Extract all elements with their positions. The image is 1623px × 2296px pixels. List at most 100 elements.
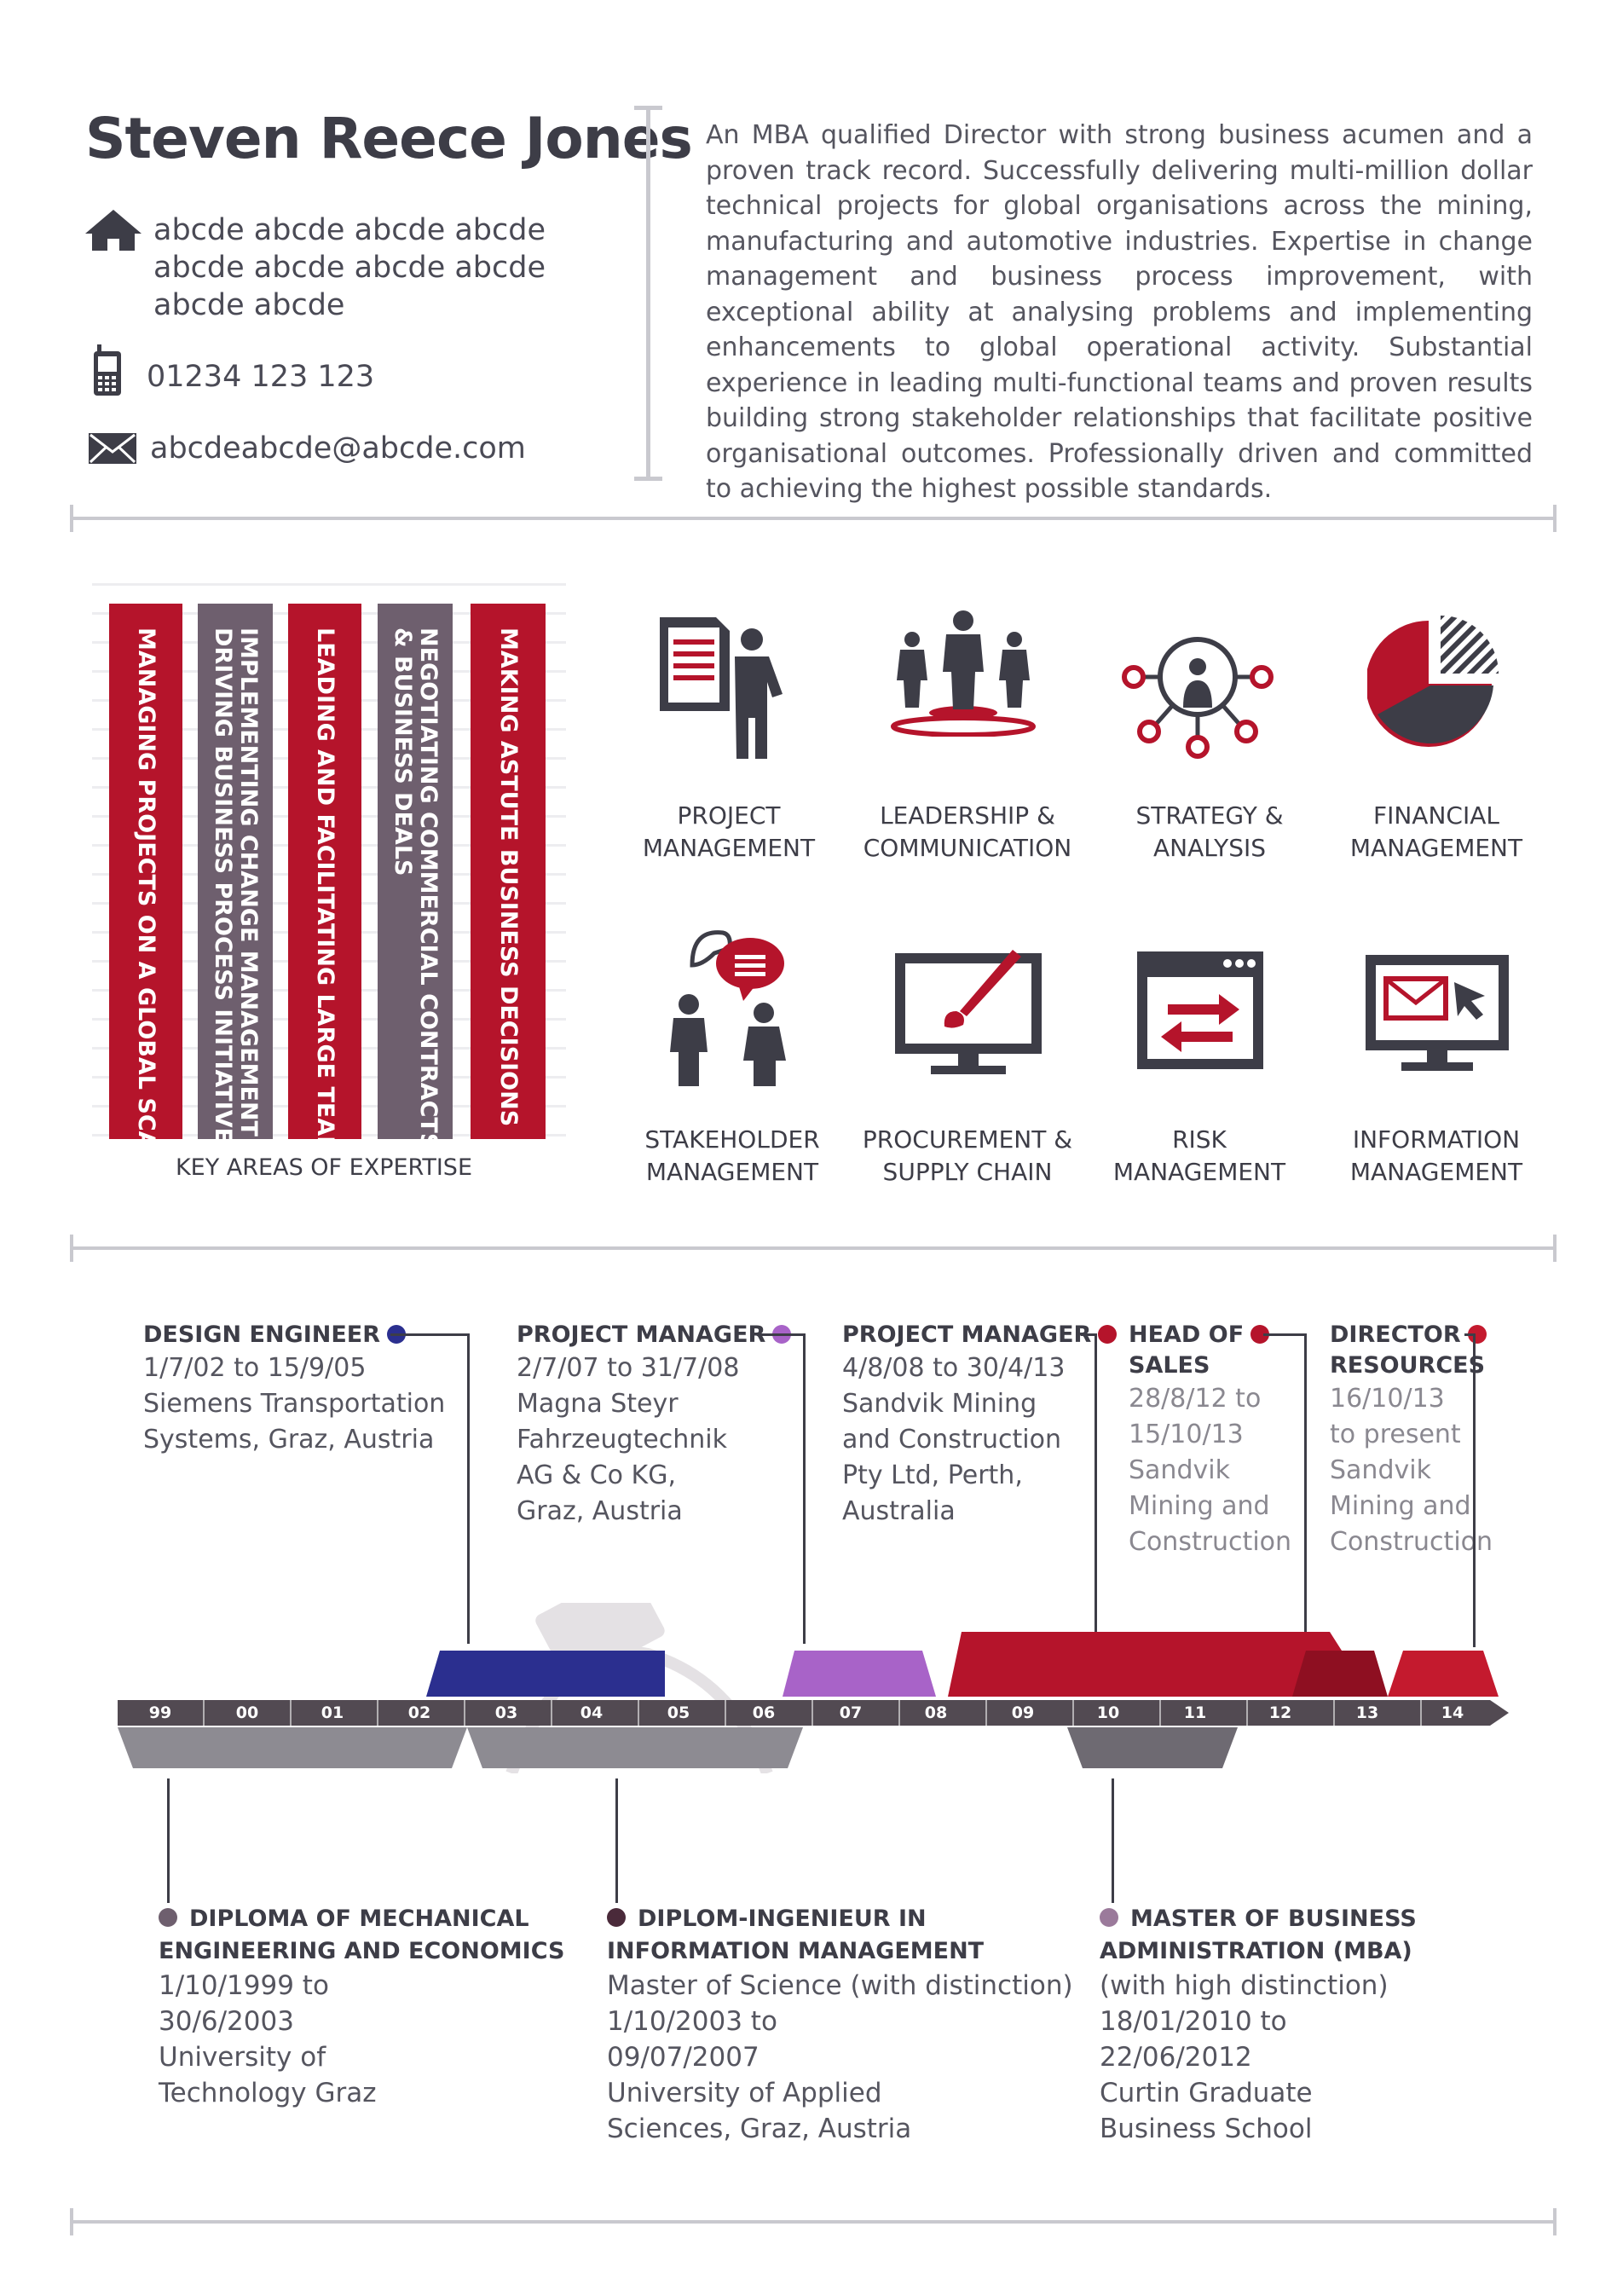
job-bar-project-manager-sandvik	[948, 1632, 1342, 1697]
job-title: RESOURCES	[1330, 1352, 1486, 1379]
skill-line: RISK	[1172, 1125, 1227, 1154]
job-line: Graz, Austria	[517, 1496, 683, 1526]
skill-line: MANAGEMENT	[1349, 1158, 1523, 1186]
skill-line: STRATEGY &	[1135, 801, 1284, 830]
job-title-text: DIRECTOR	[1330, 1322, 1461, 1348]
education-entry: MASTER OF BUSINESS ADMINISTRATION (MBA) …	[1100, 1903, 1417, 2147]
skill-line: STAKEHOLDER	[644, 1125, 820, 1154]
section-divider	[70, 505, 1557, 532]
job-title: SALES	[1129, 1352, 1210, 1379]
job-title: PROJECT MANAGER	[842, 1320, 1118, 1350]
edu-title-text: DIPLOM-INGENIEUR IN	[638, 1906, 927, 1932]
edu-line: 1/10/1999 to	[159, 1970, 329, 2001]
skill-line: LEADERSHIP &	[880, 801, 1055, 830]
edu-details: Master of Science (with distinction) 1/1…	[607, 1968, 1073, 2147]
job-line: Sandvik	[1330, 1455, 1431, 1485]
monitor-mail-icon	[1366, 955, 1509, 1071]
job-line: Sandvik	[1129, 1455, 1230, 1485]
job-details: 1/7/02 to 15/9/05 Siemens Transportation…	[143, 1350, 445, 1458]
job-line: Mining and	[1129, 1491, 1270, 1521]
job-title-text: PROJECT MANAGER	[517, 1322, 766, 1348]
profile-summary: An MBA qualified Director with strong bu…	[706, 120, 1533, 504]
education-entry: DIPLOM-INGENIEUR IN INFORMATION MANAGEME…	[607, 1903, 1073, 2147]
job-line: and Construction	[842, 1425, 1061, 1455]
expertise-label: LEADING AND FACILITATING LARGE TEAMS	[312, 627, 338, 1176]
home-icon	[85, 210, 142, 251]
job-dot	[1098, 1325, 1118, 1344]
job-line: 28/8/12 to	[1129, 1384, 1262, 1414]
job-details: 16/10/13 to present Sandvik Mining and C…	[1330, 1381, 1493, 1560]
job-dot	[1467, 1325, 1487, 1344]
job-connector	[1263, 1333, 1306, 1336]
job-entry: PROJECT MANAGER 4/8/08 to 30/4/13 Sandvi…	[842, 1320, 1118, 1530]
expertise-label: NEGOTIATING COMMERCIAL CONTRACTS & BUSIN…	[390, 627, 442, 1150]
edu-line: 09/07/2007	[607, 2042, 760, 2073]
edu-connector	[1112, 1778, 1114, 1903]
expertise-bar: LEADING AND FACILITATING LARGE TEAMS	[288, 604, 361, 1176]
edu-title: INFORMATION MANAGEMENT	[607, 1938, 985, 1964]
job-connector	[1473, 1333, 1476, 1647]
skill-line: COMMUNICATION	[863, 834, 1072, 862]
edu-line: Master of Science (with distinction)	[607, 1970, 1073, 2001]
job-line: Construction	[1129, 1527, 1292, 1557]
skill-line: MANAGEMENT	[1349, 834, 1523, 862]
edu-line: University of Applied	[607, 2078, 882, 2108]
job-line: Fahrzeugtechnik	[517, 1425, 727, 1455]
job-entry: DIRECTOR RESOURCES 16/10/13 to present S…	[1330, 1320, 1493, 1560]
edu-line: (with high distinction)	[1100, 1970, 1389, 2001]
expertise-bar: IMPLEMENTING CHANGE MANAGEMENT AND DRIVI…	[198, 604, 273, 1200]
job-connector	[467, 1333, 470, 1644]
edu-title: ENGINEERING AND ECONOMICS	[159, 1938, 565, 1964]
job-connector	[1081, 1333, 1096, 1336]
expertise-label: IMPLEMENTING CHANGE MANAGEMENT AND DRIVI…	[210, 627, 262, 1201]
expertise-bar: MAKING ASTUTE BUSINESS DECISIONS	[471, 604, 546, 1139]
skill-line: MANAGEMENT	[642, 834, 816, 862]
edu-title: DIPLOMA OF MECHANICAL	[159, 1903, 564, 1935]
job-line: Construction	[1330, 1527, 1493, 1557]
address-line: abcde abcde abcde abcde	[153, 213, 546, 247]
job-line: Systems, Graz, Austria	[143, 1425, 435, 1455]
edu-bar-diploma	[118, 1727, 467, 1768]
skill-label: PROCUREMENT &SUPPLY CHAIN	[852, 1124, 1083, 1188]
job-title-text: PROJECT MANAGER	[842, 1322, 1092, 1348]
edu-title: ADMINISTRATION (MBA)	[1100, 1938, 1412, 1964]
job-title: DIRECTOR	[1330, 1320, 1493, 1350]
section-divider	[70, 2208, 1557, 2235]
job-connector	[1464, 1333, 1475, 1336]
edu-title: MASTER OF BUSINESS	[1100, 1903, 1417, 1935]
job-line: Sandvik Mining	[842, 1389, 1037, 1419]
job-connector	[1095, 1333, 1097, 1632]
expertise-bar: NEGOTIATING COMMERCIAL CONTRACTS & BUSIN…	[378, 604, 453, 1149]
job-entry: DESIGN ENGINEER 1/7/02 to 15/9/05 Siemen…	[143, 1320, 445, 1458]
job-line: 1/7/02 to 15/9/05	[143, 1353, 367, 1383]
address: abcde abcde abcde abcde abcde abcde abcd…	[153, 211, 546, 324]
skill-line: PROCUREMENT &	[862, 1125, 1073, 1154]
job-connector	[757, 1333, 805, 1336]
job-bar-design-engineer	[426, 1651, 665, 1697]
document-person-icon	[660, 617, 783, 759]
edu-line: Business School	[1100, 2114, 1313, 2144]
job-connector	[1304, 1333, 1307, 1647]
tick-separators	[118, 1700, 1492, 1726]
expertise-label: MANAGING PROJECTS ON A GLOBAL SCALE	[133, 627, 159, 1180]
job-title-text: DESIGN ENGINEER	[143, 1322, 381, 1348]
address-line: abcde abcde abcde abcde	[153, 251, 546, 285]
edu-line: Sciences, Graz, Austria	[607, 2114, 912, 2144]
job-bar-head-of-sales	[1292, 1651, 1388, 1697]
job-line: Pty Ltd, Perth,	[842, 1460, 1023, 1490]
monitor-brush-icon	[895, 950, 1042, 1074]
education-entry: DIPLOMA OF MECHANICAL ENGINEERING AND EC…	[159, 1903, 564, 2111]
edu-details: (with high distinction) 18/01/2010 to 22…	[1100, 1968, 1417, 2147]
phone-number: 01234 123 123	[147, 360, 375, 394]
job-line: 2/7/07 to 31/7/08	[517, 1353, 740, 1383]
edu-line: 22/06/2012	[1100, 2042, 1252, 2073]
job-line: 16/10/13	[1330, 1384, 1445, 1414]
skill-line: MANAGEMENT	[645, 1158, 819, 1186]
expertise-label: MAKING ASTUTE BUSINESS DECISIONS	[495, 627, 522, 1127]
browser-arrows-icon	[1137, 951, 1263, 1069]
edu-line: Curtin Graduate	[1100, 2078, 1313, 2108]
job-title-text: HEAD OF	[1129, 1322, 1245, 1348]
edu-title: DIPLOM-INGENIEUR IN	[607, 1903, 1073, 1935]
job-line: AG & Co KG,	[517, 1460, 677, 1490]
